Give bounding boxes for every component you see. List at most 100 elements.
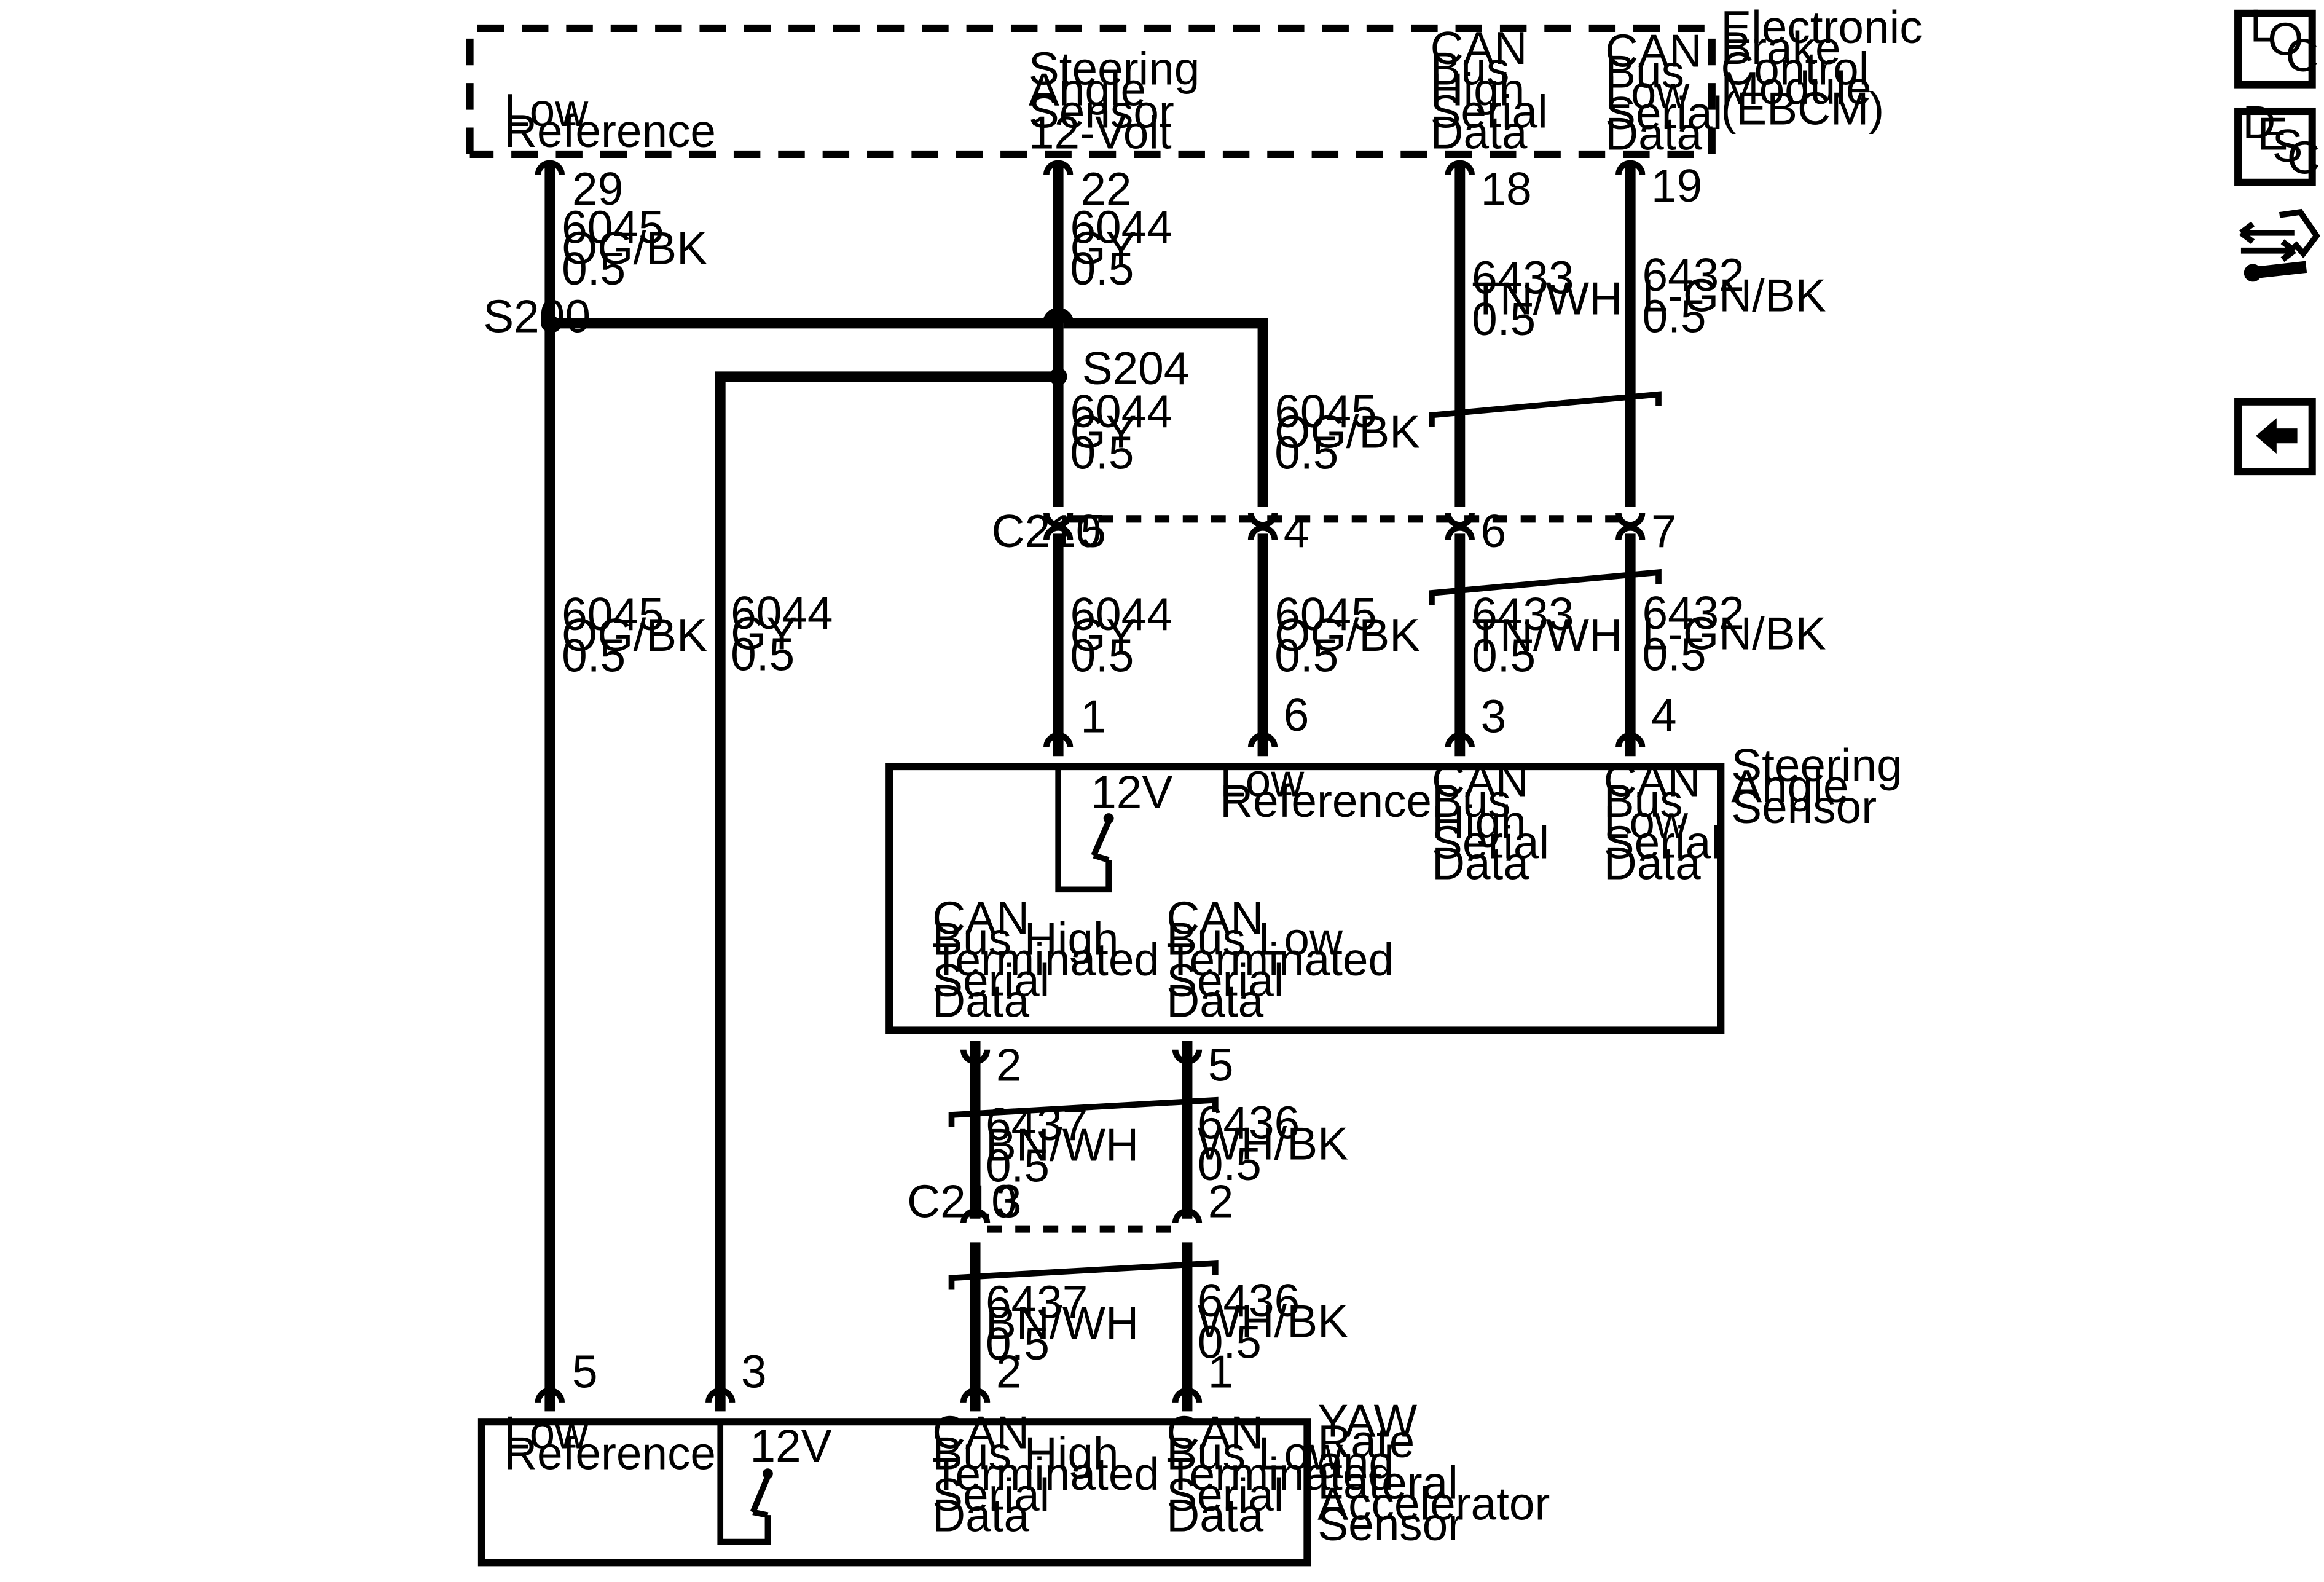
yaw-12v-label: 12V bbox=[750, 1420, 831, 1471]
svg-text:Bus High: Bus High bbox=[932, 913, 1118, 964]
svg-text:6436: 6436 bbox=[1198, 1097, 1300, 1149]
svg-text:12-Volt: 12-Volt bbox=[1029, 106, 1172, 158]
svg-text:Terminated: Terminated bbox=[1166, 934, 1394, 985]
sas-pin-6: 6 bbox=[1284, 689, 1309, 741]
svg-text:0.5: 0.5 bbox=[1070, 630, 1134, 682]
yaw-12v-circuit bbox=[717, 1422, 771, 1545]
svg-text:Bus: Bus bbox=[1604, 775, 1683, 827]
ebcm-pin-label-sas-12v: Steering Angle Sensor 12-Volt bbox=[1029, 43, 1199, 159]
svg-text:Data: Data bbox=[1166, 975, 1263, 1027]
svg-text:6044: 6044 bbox=[1070, 588, 1172, 640]
svg-text:TN/WH: TN/WH bbox=[1472, 272, 1622, 324]
svg-text:CAN: CAN bbox=[1605, 25, 1702, 77]
splice-s204-label: S204 bbox=[1082, 342, 1190, 394]
svg-text:Lateral: Lateral bbox=[1317, 1457, 1458, 1509]
label-w6432-sas: 6432 L-GN/BK 0.5 bbox=[1642, 587, 1826, 680]
c210-pin-6: 6 bbox=[1481, 505, 1507, 557]
svg-text:Low: Low bbox=[1604, 796, 1689, 848]
svg-text:Serial: Serial bbox=[1432, 817, 1549, 868]
svg-text:(EBCM): (EBCM) bbox=[1721, 83, 1884, 135]
svg-text:Low: Low bbox=[1220, 754, 1305, 806]
svg-text:Bus: Bus bbox=[1431, 43, 1510, 95]
label-w6433-ebcm: 6433 TN/WH 0.5 bbox=[1472, 252, 1622, 345]
svg-text:0.5: 0.5 bbox=[1070, 243, 1134, 294]
svg-text:Electronic: Electronic bbox=[1721, 1, 1922, 53]
desc-button[interactable]: D E S C bbox=[2234, 96, 2320, 186]
svg-text:6432: 6432 bbox=[1642, 249, 1744, 301]
splice-s204 bbox=[1049, 368, 1067, 386]
loc-button[interactable]: L O C bbox=[2234, 0, 2318, 89]
yaw-pin-5: 5 bbox=[572, 1346, 598, 1398]
c210-lower-pin-3: 3 bbox=[996, 1175, 1022, 1227]
label-w6044-s204: 6044 GY 0.5 bbox=[1070, 385, 1172, 479]
back-arrow-icon[interactable] bbox=[2234, 398, 2316, 476]
svg-text:C: C bbox=[2287, 132, 2320, 183]
ebcm-pin-29: 29 bbox=[572, 163, 623, 214]
svg-text:S: S bbox=[2272, 120, 2303, 171]
svg-text:Data: Data bbox=[1604, 837, 1701, 889]
c210-pin-4: 4 bbox=[1284, 505, 1309, 557]
svg-text:L: L bbox=[2250, 0, 2275, 52]
svg-text:Terminated: Terminated bbox=[932, 1448, 1160, 1500]
label-w6045-left: 6045 OG/BK 0.5 bbox=[562, 588, 707, 682]
svg-text:Sensor: Sensor bbox=[1317, 1498, 1463, 1550]
svg-text:6045: 6045 bbox=[562, 588, 664, 640]
svg-text:CAN: CAN bbox=[1166, 1407, 1263, 1458]
sas-pin-3: 3 bbox=[1481, 691, 1507, 742]
splice-s200 bbox=[541, 314, 559, 333]
sas-pin-5: 5 bbox=[1208, 1039, 1234, 1090]
svg-text:YAW: YAW bbox=[1317, 1395, 1417, 1446]
svg-text:BN/WH: BN/WH bbox=[986, 1119, 1139, 1171]
svg-text:GY: GY bbox=[731, 608, 797, 659]
ebcm-pin-label-can-low: CAN Bus Low Serial Data bbox=[1605, 25, 1722, 160]
c210-upper-terminals bbox=[1043, 513, 1646, 540]
svg-text:0.5: 0.5 bbox=[1198, 1138, 1262, 1190]
sas-12v-label: 12V bbox=[1091, 766, 1172, 818]
svg-text:Bus: Bus bbox=[1432, 775, 1511, 827]
ebcm-pin-19: 19 bbox=[1651, 160, 1702, 211]
yaw-outline bbox=[477, 1418, 1311, 1567]
svg-text:Serial: Serial bbox=[932, 954, 1050, 1006]
svg-text:0.5: 0.5 bbox=[562, 243, 626, 294]
svg-text:CAN: CAN bbox=[1604, 754, 1701, 806]
yaw-label-can-high-terminated: CAN Bus High Terminated Serial Data bbox=[932, 1407, 1160, 1541]
svg-text:Serial: Serial bbox=[1431, 86, 1548, 138]
label-w6045-ebcm: 6045 OG/BK 0.5 bbox=[562, 202, 707, 295]
svg-text:GY: GY bbox=[1070, 406, 1136, 458]
svg-text:Data: Data bbox=[1431, 106, 1528, 158]
connector-service-icon[interactable] bbox=[2239, 208, 2320, 282]
yaw-pin-2: 2 bbox=[996, 1346, 1022, 1398]
label-w6433-sas: 6433 TN/WH 0.5 bbox=[1472, 588, 1622, 682]
wire-6044-s204-branch bbox=[715, 371, 1059, 1412]
svg-text:CAN: CAN bbox=[1431, 22, 1528, 74]
sas-label-can-low-terminated: CAN Bus Low Terminated Serial Data bbox=[1166, 892, 1394, 1027]
sas-label-can-high-terminated: CAN Bus High Terminated Serial Data bbox=[932, 892, 1160, 1027]
ebcm-pin-label-can-high: CAN Bus High Serial Data bbox=[1431, 22, 1548, 158]
svg-text:High: High bbox=[1432, 796, 1526, 848]
ebcm-pin-label-low-reference: Low Reference bbox=[504, 84, 716, 157]
yaw-name: YAW Rate and Lateral Accelerator Sensor bbox=[1317, 1395, 1550, 1550]
svg-text:Sensor: Sensor bbox=[1029, 86, 1174, 138]
label-w6044-left: 6044 GY 0.5 bbox=[731, 587, 833, 680]
svg-text:Angle: Angle bbox=[1731, 760, 1848, 812]
svg-text:Serial: Serial bbox=[1166, 1469, 1284, 1521]
svg-text:Control: Control bbox=[1721, 43, 1869, 95]
svg-text:GY: GY bbox=[1070, 609, 1136, 661]
c210-pin-5: 5 bbox=[1080, 505, 1106, 557]
svg-text:WH/BK: WH/BK bbox=[1198, 1296, 1348, 1347]
svg-text:0.5: 0.5 bbox=[1070, 427, 1134, 478]
svg-text:L-GN/BK: L-GN/BK bbox=[1642, 270, 1826, 321]
ebcm-pin-18: 18 bbox=[1481, 163, 1532, 214]
c210-upper-label: C210 bbox=[992, 505, 1102, 557]
svg-text:CAN: CAN bbox=[1432, 754, 1529, 806]
svg-text:Accelerator: Accelerator bbox=[1317, 1478, 1550, 1529]
svg-text:6437: 6437 bbox=[986, 1098, 1088, 1150]
svg-text:Low: Low bbox=[504, 84, 589, 136]
svg-text:and: and bbox=[1317, 1436, 1394, 1488]
svg-text:Bus Low: Bus Low bbox=[1166, 1427, 1343, 1479]
svg-text:Rate: Rate bbox=[1317, 1415, 1415, 1467]
svg-text:Steering: Steering bbox=[1029, 43, 1199, 95]
svg-text:Serial: Serial bbox=[932, 1469, 1050, 1521]
